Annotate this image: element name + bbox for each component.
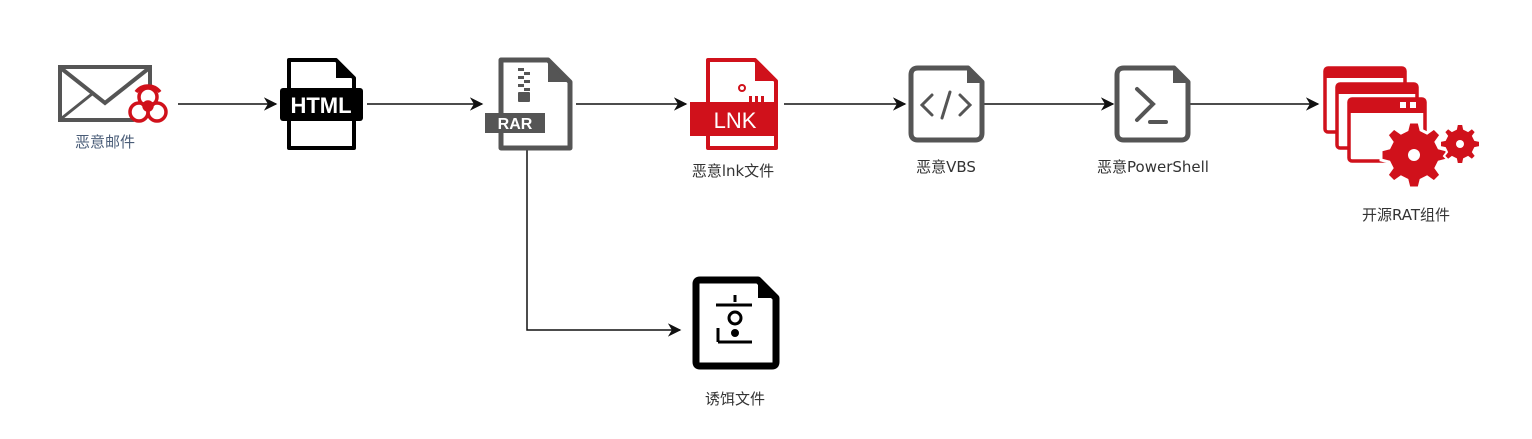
lnk-pins <box>749 96 764 102</box>
gear-small-icon <box>1439 123 1481 165</box>
terminal-file-icon[interactable] <box>1114 65 1191 143</box>
envelope-biohazard-icon[interactable] <box>58 65 169 127</box>
file-corner <box>758 282 774 298</box>
code-file-icon[interactable] <box>908 65 985 143</box>
envelope-flap <box>60 67 150 106</box>
rar-badge: RAR <box>498 116 533 133</box>
edge-rar-bait <box>526 150 682 337</box>
node-label-vbs: 恶意VBS <box>916 158 976 176</box>
file-corner <box>967 70 980 83</box>
node-label-bait: 诱饵文件 <box>704 390 766 408</box>
node-label-lnk: 恶意lnk文件 <box>691 162 775 180</box>
file-outline <box>498 57 573 151</box>
file-corner <box>336 60 354 78</box>
node-label-powershell: 恶意PowerShell <box>1097 158 1209 176</box>
rar-badge-box <box>485 113 545 133</box>
file-corner <box>755 62 774 81</box>
node-label-email: 恶意邮件 <box>74 133 136 151</box>
windows-gears-icon[interactable] <box>1323 66 1481 190</box>
file-corner <box>1173 70 1186 83</box>
biohazard-icon <box>127 84 169 127</box>
bait-file-icon[interactable] <box>692 276 780 370</box>
edges <box>178 97 1320 337</box>
code-brackets <box>919 90 973 120</box>
bait-glyph <box>716 295 752 344</box>
html-badge: HTML <box>290 93 351 118</box>
rar-archive-icon[interactable]: RAR <box>485 57 573 151</box>
gear-large-icon <box>1379 120 1449 190</box>
lnk-dot <box>738 84 746 92</box>
envelope-fold-left <box>61 92 93 120</box>
html-badge-box <box>280 88 363 121</box>
lnk-badge: LNK <box>714 108 757 133</box>
prompt-glyph <box>1135 87 1168 124</box>
html-file-icon[interactable]: HTML <box>280 58 363 150</box>
zipper-icon <box>518 68 530 102</box>
lnk-badge-box <box>690 102 776 136</box>
file-corner <box>548 62 568 82</box>
node-label-rat: 开源RAT组件 <box>1361 206 1451 224</box>
lnk-file-icon[interactable]: LNK <box>690 58 778 150</box>
